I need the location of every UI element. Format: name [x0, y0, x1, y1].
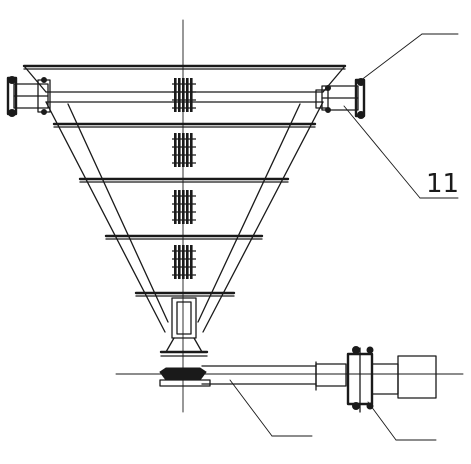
outlet-spout: [159, 297, 209, 357]
motor-flange: [346, 346, 374, 413]
hopper-top-rim: [22, 64, 347, 93]
brush-block: [172, 133, 196, 167]
leader-lines: [229, 33, 459, 441]
brush-block: [172, 245, 196, 279]
left-flange-fitting: [6, 76, 51, 117]
brush-block: [172, 78, 196, 112]
brush-block: [172, 190, 196, 224]
drive-shaft: [201, 361, 347, 391]
motor-body: [371, 355, 437, 399]
callout-label-11: 11: [426, 169, 459, 199]
axis-brush-elements: [172, 78, 196, 279]
bevel-gear: [159, 367, 211, 387]
hopper-rings: [52, 122, 317, 297]
right-flange-fitting: [315, 78, 366, 119]
